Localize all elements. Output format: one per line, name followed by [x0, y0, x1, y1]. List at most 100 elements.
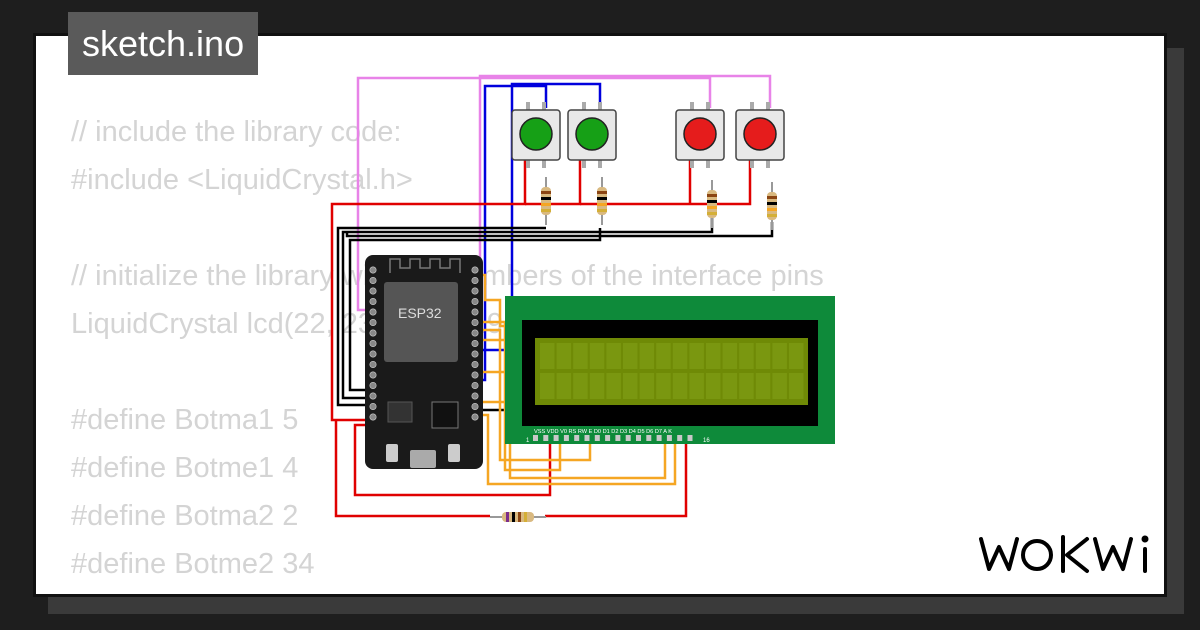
esp32-pin — [369, 329, 377, 337]
lcd-pin — [636, 435, 641, 441]
esp32-pin-headers — [369, 266, 479, 421]
esp32-pin — [369, 308, 377, 316]
lcd-pin — [666, 435, 672, 441]
esp32-pin — [369, 318, 377, 326]
lcd-cell — [540, 343, 555, 369]
esp32-pin — [369, 266, 377, 274]
push-button[interactable] — [567, 102, 617, 168]
esp32-pin — [369, 297, 377, 305]
button-leg — [706, 102, 710, 112]
esp32-pin — [471, 371, 479, 379]
push-button[interactable] — [511, 102, 561, 168]
lcd-pin — [584, 435, 590, 441]
lcd-display[interactable]: 1 16 VSS VDD V0 RS RW E D0 D1 D2 D3 D4 D… — [505, 296, 835, 444]
lcd-pin — [656, 435, 662, 441]
wire-red — [525, 160, 582, 206]
resistor — [541, 177, 551, 225]
button-leg — [598, 102, 602, 112]
esp32-board[interactable]: ESP32 — [365, 255, 483, 469]
button-cap[interactable] — [575, 117, 609, 151]
lcd-cell — [672, 373, 688, 399]
lcd-pin — [594, 435, 600, 441]
esp32-pin — [369, 360, 377, 368]
lcd-pin — [687, 435, 693, 441]
push-button[interactable] — [675, 102, 725, 168]
lcd-cell — [623, 343, 638, 369]
code-line: #include <LiquidCrystal.h> — [71, 164, 413, 196]
esp32-pin — [369, 287, 377, 295]
lcd-pin-first: 1 — [526, 438, 530, 444]
code-line: #define Botme1 4 — [71, 452, 299, 484]
boot-button[interactable] — [448, 444, 460, 462]
lcd-cell — [722, 343, 738, 369]
button-leg — [582, 102, 586, 112]
resistors — [490, 177, 777, 522]
esp32-usb-chip — [431, 401, 459, 429]
wire-black — [348, 228, 602, 392]
lcd-cell — [606, 343, 621, 369]
button-leg — [766, 102, 770, 112]
code-line: #define Botme2 34 — [71, 548, 315, 580]
esp32-pin — [471, 360, 479, 368]
button-cap[interactable] — [743, 117, 777, 151]
esp32-module — [384, 282, 458, 362]
en-button[interactable] — [386, 444, 398, 462]
lcd-pin — [563, 435, 569, 441]
button-cap[interactable] — [683, 117, 717, 151]
lcd-pin-labels: VSS VDD V0 RS RW E D0 D1 D2 D3 D4 D5 D6 … — [534, 429, 672, 435]
button-leg — [750, 158, 754, 168]
lcd-cell — [606, 373, 621, 399]
esp32-pin — [369, 350, 377, 358]
resistor — [707, 180, 717, 228]
esp32-pin — [471, 266, 479, 274]
code-line: #define Botma2 2 — [71, 500, 299, 532]
esp32-pin — [471, 318, 479, 326]
wire-black — [336, 226, 546, 407]
push-buttons[interactable] — [511, 102, 785, 168]
lcd-pin-header — [533, 435, 693, 441]
esp32-pin — [471, 329, 479, 337]
push-button[interactable] — [735, 102, 785, 168]
lcd-cell — [722, 373, 738, 399]
lcd-cell — [706, 343, 721, 369]
esp32-pin — [471, 413, 479, 421]
lcd-cell — [689, 343, 704, 369]
lcd-cell — [556, 373, 572, 399]
button-cap[interactable] — [519, 117, 553, 151]
lcd-character-grid — [540, 343, 804, 399]
code-line: // include the library code: — [71, 116, 402, 148]
sketch-filename-tab[interactable]: sketch.ino — [68, 12, 259, 75]
wire-red — [330, 160, 527, 422]
lcd-cell — [739, 343, 754, 369]
code-line: #define Botma1 5 — [71, 404, 299, 436]
lcd-pin — [625, 435, 631, 441]
esp32-pin — [471, 381, 479, 389]
lcd-pin — [533, 435, 538, 441]
button-leg — [750, 102, 754, 112]
resistor — [767, 182, 777, 230]
lcd-cell — [772, 373, 787, 399]
lcd-cell — [556, 343, 572, 369]
esp32-pin — [369, 381, 377, 389]
resistor — [597, 177, 607, 225]
wire-orange — [475, 413, 677, 486]
lcd-cell — [573, 373, 588, 399]
lcd-cell — [706, 373, 721, 399]
lcd-pin — [615, 435, 621, 441]
esp32-pin — [471, 402, 479, 410]
esp32-pin — [471, 308, 479, 316]
esp32-pin — [471, 276, 479, 284]
lcd-cell — [639, 343, 655, 369]
esp32-pin — [369, 371, 377, 379]
button-leg — [542, 158, 546, 168]
wire-red — [353, 423, 552, 497]
lcd-cell — [689, 373, 704, 399]
esp32-pin — [369, 392, 377, 400]
button-leg — [542, 102, 546, 112]
wire-orange — [475, 328, 592, 462]
wire-red — [334, 420, 490, 518]
usb-port[interactable] — [410, 450, 436, 468]
esp32-pin — [471, 350, 479, 358]
lcd-cell — [739, 373, 754, 399]
